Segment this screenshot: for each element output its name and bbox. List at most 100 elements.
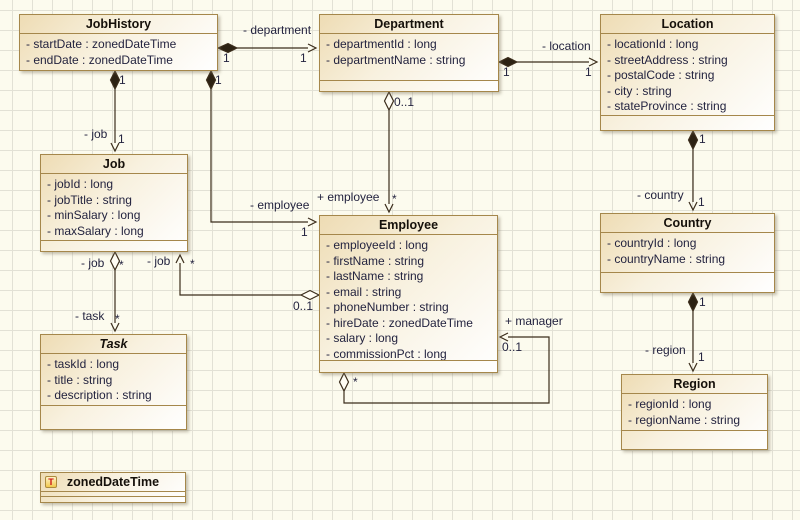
class-location[interactable]: Location - locationId : long - streetAdd… [600,14,775,131]
role-label-country[interactable]: - country [637,188,684,202]
edge-jobhistory-department[interactable] [216,42,318,54]
operations-compartment [601,272,774,292]
role-label-employee[interactable]: + employee [317,190,380,204]
multiplicity[interactable]: 0..1 [394,95,415,109]
multiplicity[interactable]: 1 [699,295,706,309]
attribute: - minSalary : long [47,208,141,222]
class-title: JobHistory [20,15,217,34]
attribute-compartment: - locationId : long - streetAddress : st… [601,34,774,115]
multiplicity[interactable]: 1 [215,73,222,87]
role-label-manager[interactable]: + manager [505,314,563,328]
operations-compartment [601,115,774,130]
multiplicity[interactable]: * [190,257,195,271]
class-zoneddatetime[interactable]: T zonedDateTime [40,472,186,503]
class-job[interactable]: Job - jobId : long - jobTitle : string -… [40,154,188,252]
multiplicity[interactable]: * [392,192,397,206]
attribute-compartment: - countryId : long - countryName : strin… [601,233,774,272]
multiplicity[interactable]: * [353,375,358,389]
edge-job-task[interactable] [109,250,121,333]
class-region[interactable]: Region - regionId : long - regionName : … [621,374,768,450]
class-title: Task [41,335,186,354]
class-title: Employee [320,216,497,235]
type-icon: T [45,476,57,488]
type-title-row: T zonedDateTime [41,473,185,492]
attribute: - firstName : string [326,253,425,268]
attribute: - description : string [47,388,152,402]
multiplicity[interactable]: 1 [698,350,705,364]
attribute: - salary : long [326,331,399,345]
attribute: - regionName : string [628,412,741,427]
edge-department-employee[interactable] [383,90,395,214]
class-employee[interactable]: Employee - employeeId : long - firstName… [319,215,498,373]
attribute-compartment: - startDate : zonedDateTime - endDate : … [20,34,217,70]
attribute-compartment: - employeeId : long - firstName : string… [320,235,497,360]
edge-location-country[interactable] [687,129,699,212]
attribute-compartment: - taskId : long - title : string - descr… [41,354,186,405]
edge-jobhistory-job[interactable] [109,69,121,153]
attribute: - endDate : zonedDateTime [26,52,173,67]
class-title: Region [622,375,767,394]
class-title: Country [601,214,774,233]
attribute: - jobTitle : string [47,192,132,207]
role-label-task[interactable]: - task [75,309,105,323]
multiplicity[interactable]: 0..1 [293,299,314,313]
multiplicity[interactable]: 1 [699,132,706,146]
attribute: - city : string [607,83,672,98]
edge-employee-job[interactable] [175,253,321,301]
operations-compartment [622,430,767,449]
role-label-department[interactable]: - department [243,23,312,37]
multiplicity[interactable]: 1 [118,132,125,146]
attribute: - lastName : string [326,269,424,283]
edge-department-location[interactable] [497,56,599,68]
class-department[interactable]: Department - departmentId : long - depar… [319,14,499,92]
attribute: - streetAddress : string [607,52,728,67]
role-label-region[interactable]: - region [645,343,686,357]
attribute: - regionId : long [628,397,712,411]
attribute-compartment: - regionId : long - regionName : string [622,394,767,430]
empty-compartment [41,492,185,497]
attribute: - stateProvince : string [607,99,727,113]
role-label-location[interactable]: - location [542,39,591,53]
edge-country-region[interactable] [687,291,699,373]
multiplicity[interactable]: 1 [503,65,510,79]
multiplicity[interactable]: 1 [223,51,230,65]
role-label-employee[interactable]: - employee [250,198,310,212]
role-label-job[interactable]: - job [84,127,108,141]
role-label-job[interactable]: - job [147,254,171,268]
attribute: - countryId : long [607,236,697,250]
class-title: Location [601,15,774,34]
class-jobhistory[interactable]: JobHistory - startDate : zonedDateTime -… [19,14,218,71]
attribute: - email : string [326,284,402,299]
attribute: - departmentName : string [326,52,466,67]
attribute: - jobId : long [47,177,114,191]
multiplicity[interactable]: 1 [698,195,705,209]
attribute-compartment: - jobId : long - jobTitle : string - min… [41,174,187,240]
multiplicity[interactable]: 1 [119,73,126,87]
multiplicity[interactable]: 1 [585,65,592,79]
attribute: - startDate : zonedDateTime [26,37,177,51]
attribute: - locationId : long [607,37,699,51]
class-title: Job [41,155,187,174]
edge-employee-manager[interactable] [338,332,550,404]
attribute: - title : string [47,372,113,387]
multiplicity[interactable]: 0..1 [502,340,523,354]
attribute: - employeeId : long [326,238,429,252]
class-country[interactable]: Country - countryId : long - countryName… [600,213,775,293]
attribute: - commissionPct : long [326,346,447,361]
attribute: - hireDate : zonedDateTime [326,315,473,330]
attribute-compartment: - departmentId : long - departmentName :… [320,34,498,80]
multiplicity[interactable]: * [115,312,120,326]
attribute: - postalCode : string [607,68,715,82]
class-task[interactable]: Task - taskId : long - title : string - … [40,334,187,430]
class-title: Department [320,15,498,34]
operations-compartment [41,240,187,251]
multiplicity[interactable]: 1 [300,51,307,65]
class-title: zonedDateTime [66,475,160,489]
multiplicity[interactable]: 1 [301,225,308,239]
multiplicity[interactable]: * [119,258,124,272]
operations-compartment [320,360,497,372]
edge-jobhistory-employee[interactable] [205,69,318,227]
role-label-job[interactable]: - job [81,256,105,270]
